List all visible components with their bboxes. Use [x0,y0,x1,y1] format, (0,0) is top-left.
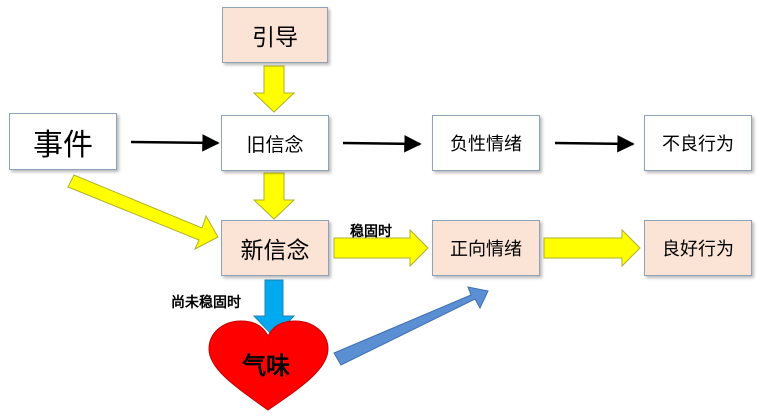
edge-label-not-yet-stable: 尚未稳固时 [171,295,241,311]
node-event-label: 事件 [33,127,93,163]
node-bad-behavior: 不良行为 [644,115,752,171]
node-old-belief-label: 旧信念 [246,133,304,156]
node-guide: 引导 [222,7,328,63]
node-bad-behavior-label: 不良行为 [662,134,734,155]
node-event: 事件 [9,113,117,170]
node-new-belief-label: 新信念 [240,238,310,264]
arrow-new-belief-to-positive [333,228,429,268]
node-new-belief: 新信念 [221,220,329,276]
arrow-negative-to-bad-behavior [554,135,635,153]
arrow-event-to-new-belief [67,174,219,251]
arrow-temper-to-positive [333,286,489,366]
node-good-behavior: 良好行为 [644,220,752,276]
node-good-behavior-label: 良好行为 [662,239,734,260]
node-old-belief: 旧信念 [221,115,329,171]
node-guide-label: 引导 [252,25,298,51]
node-negative-emotion: 负性情绪 [432,115,540,171]
node-temper-label: 气味 [242,352,290,380]
edge-label-stable: 稳固时 [350,224,392,240]
node-positive-emotion-label: 正向情绪 [450,239,522,260]
arrow-positive-to-good-behavior [543,228,641,268]
node-negative-emotion-label: 负性情绪 [450,134,522,155]
node-positive-emotion: 正向情绪 [432,220,540,276]
arrow-old-to-new-belief [252,172,296,220]
arrow-guide-to-old-belief [252,65,296,113]
arrow-event-to-old-belief [130,134,220,152]
arrow-old-belief-to-negative [342,135,422,153]
heart-shape [208,320,329,411]
